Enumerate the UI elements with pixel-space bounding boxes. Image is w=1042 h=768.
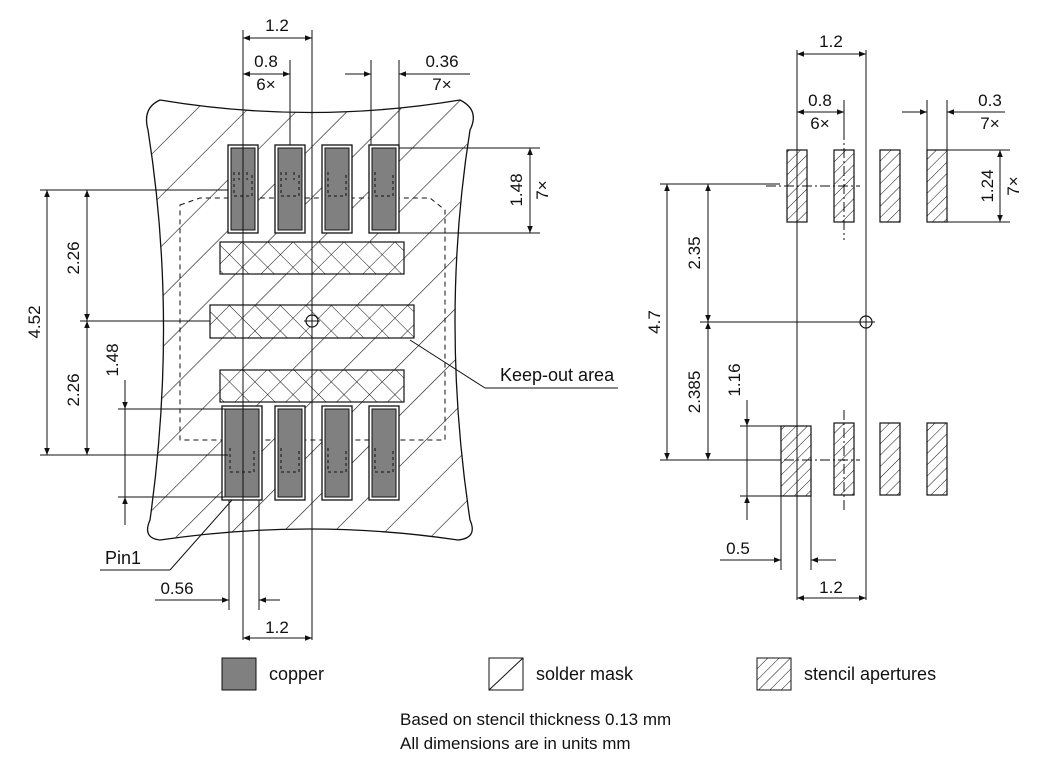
- aperture: [879, 422, 901, 496]
- pad-copper: [324, 147, 350, 231]
- stencil-dim-gap-count: 7×: [980, 114, 999, 133]
- note-units: All dimensions are in units mm: [400, 734, 631, 753]
- dim-pad-height-count: 7×: [533, 180, 552, 199]
- stencil-dim-top-pitch: 1.2: [819, 32, 843, 51]
- aperture: [926, 149, 948, 223]
- stencil-layout: 1.2 0.8 6× 0.3 7× 1.24 7× 4.7 2.35 2.385…: [645, 32, 1023, 601]
- bottom-pads: [221, 405, 400, 501]
- dim-pad-height: 1.48: [507, 173, 526, 206]
- keepout-dashed-outline: [179, 197, 446, 441]
- stencil-dim-gap: 0.3: [978, 91, 1002, 110]
- dim-top-pitch: 1.2: [265, 16, 289, 35]
- note-stencil-thickness: Based on stencil thickness 0.13 mm: [400, 710, 672, 729]
- dim-bottom-pitch: 1.2: [265, 618, 289, 637]
- legend-solder-mask-label: solder mask: [536, 664, 634, 684]
- aperture: [926, 422, 948, 496]
- pcb-footprint: 1.2 0.8 6× 0.36 7× 1.48 7× 4.52 2.26 2.2…: [25, 16, 618, 641]
- aperture: [879, 149, 901, 223]
- dim-gap-count: 7×: [432, 75, 451, 94]
- legend-copper-label: copper: [269, 664, 325, 684]
- aperture: [780, 425, 812, 497]
- pad-copper: [224, 408, 260, 498]
- pin1-label: Pin1: [105, 548, 141, 568]
- stencil-dim-pin-width: 0.5: [726, 539, 750, 558]
- stencil-dim-upper: 2.35: [685, 236, 704, 269]
- stencil-dim-aperture-width: 0.8: [808, 91, 832, 110]
- dim-total-height: 4.52: [25, 305, 44, 338]
- stencil-dim-total-height: 4.7: [645, 310, 664, 334]
- stencil-dim-lower: 2.385: [685, 371, 704, 414]
- legend-stencil-swatch: [756, 657, 792, 691]
- stencil-dim-bottom-pitch: 1.2: [819, 578, 843, 597]
- pad-copper: [277, 147, 303, 231]
- pad-copper: [371, 147, 397, 231]
- dim-pad-width-count: 6×: [256, 75, 275, 94]
- pad-copper: [324, 408, 350, 498]
- dim-gap: 0.36: [425, 52, 458, 71]
- dim-lower-pad-height: 1.48: [103, 343, 122, 376]
- pad-copper: [371, 408, 397, 498]
- legend-copper-swatch: [221, 657, 257, 691]
- stencil-dim-aperture-width-count: 6×: [810, 114, 829, 133]
- dim-pad-width: 0.8: [254, 52, 278, 71]
- pad-copper: [277, 408, 303, 498]
- dim-pin-width: 0.56: [160, 579, 193, 598]
- dim-upper-half: 2.26: [64, 241, 83, 274]
- stencil-dim-aperture-height: 1.24: [978, 169, 997, 202]
- stencil-dim-aperture-height-count: 7×: [1004, 176, 1023, 195]
- stencil-dim-lower-aperture-height: 1.16: [725, 363, 744, 396]
- legend: [221, 657, 792, 691]
- dim-lower-half: 2.26: [64, 373, 83, 406]
- legend-stencil-label: stencil apertures: [804, 664, 937, 684]
- keepout-label: Keep-out area: [500, 365, 615, 385]
